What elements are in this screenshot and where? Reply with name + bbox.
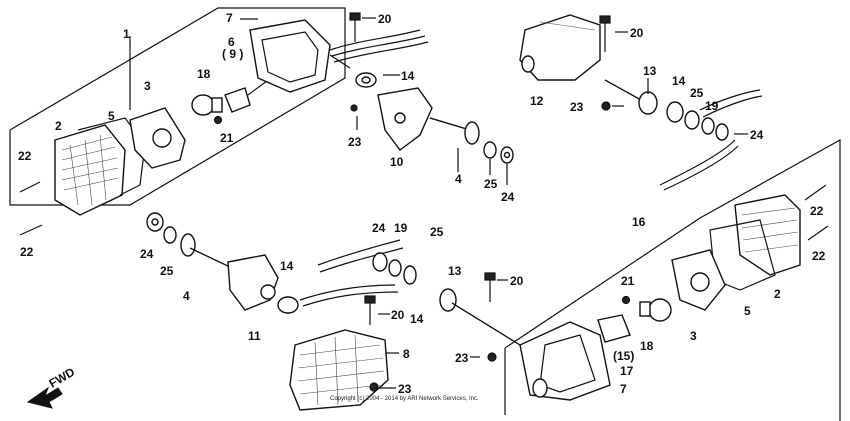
screw-22b	[19, 224, 43, 236]
assembly-1-frame	[9, 7, 346, 206]
bracket-11	[227, 254, 279, 311]
screw-21-right	[621, 295, 631, 305]
callout-b20b: 20	[391, 308, 405, 322]
callout-r20: 20	[630, 26, 644, 40]
callout-b20: 20	[510, 274, 524, 288]
stem-4-lower	[180, 233, 233, 269]
bracket-10	[377, 87, 433, 151]
assembly-16-frame	[504, 138, 841, 421]
callout-5: 5	[108, 109, 115, 123]
lens-upper-left	[54, 124, 126, 216]
callout-7: 7	[226, 11, 233, 25]
screw-22a	[19, 181, 41, 193]
fwd-arrow-icon	[26, 386, 63, 409]
callout-r12: 12	[530, 94, 544, 108]
callout-r13: 13	[643, 64, 657, 78]
socket-upper-left	[224, 74, 276, 113]
callout-r19: 19	[705, 99, 719, 113]
nut-23-lower	[369, 352, 497, 392]
wires-right	[659, 89, 763, 191]
callout-22a: 22	[18, 149, 32, 163]
callout-b4: 4	[183, 289, 190, 303]
washers-right	[666, 101, 729, 141]
lens-right	[734, 194, 801, 276]
callout-b25: 25	[160, 264, 174, 278]
callout-b24: 24	[140, 247, 154, 261]
housing-8	[289, 329, 389, 411]
fwd-label: FWD	[47, 365, 78, 391]
callout-22b: 22	[20, 245, 34, 259]
socket-right	[597, 314, 631, 343]
callout-s15: (15)	[613, 349, 634, 363]
callout-s2: 2	[774, 287, 781, 301]
housing-7-lower	[519, 321, 611, 401]
callout-b13: 13	[448, 264, 462, 278]
screw-20-upper	[349, 12, 376, 42]
screw-22-right	[804, 184, 829, 241]
callout-s22b: 22	[812, 249, 826, 263]
callout-20: 20	[378, 12, 392, 26]
callout-r25: 25	[690, 86, 704, 100]
wire-harness-upper	[329, 29, 429, 63]
grommet-14-lower	[277, 296, 299, 314]
callout-2: 2	[55, 119, 62, 133]
callout-b25m: 25	[430, 225, 444, 239]
housing-12	[519, 14, 601, 81]
callout-6-sub: ( 9 )	[222, 47, 243, 61]
base-plate-upper-left	[129, 107, 186, 169]
callout-r14: 14	[672, 74, 686, 88]
callout-s17: 17	[620, 364, 634, 378]
nut-23-right	[601, 101, 611, 111]
callout-b14: 14	[280, 259, 294, 273]
callout-s7: 7	[620, 382, 627, 396]
bulb-right	[639, 298, 672, 322]
callout-s5: 5	[744, 304, 751, 318]
callout-r23: 23	[570, 100, 584, 114]
copyright-text: Copyright (c) 2004 - 2014 by ARI Network…	[330, 396, 479, 402]
stem-13-right	[604, 79, 658, 115]
bulb-upper-left	[191, 94, 223, 116]
washer-25-lower	[163, 226, 177, 244]
screw-20-right	[599, 15, 611, 52]
screw-21-upper	[213, 115, 223, 125]
stem-4-upper	[429, 117, 514, 164]
callout-21: 21	[220, 131, 234, 145]
base-plate-right	[671, 249, 726, 311]
leader-lines	[240, 18, 748, 389]
callout-b19: 19	[394, 221, 408, 235]
callout-14: 14	[401, 69, 415, 83]
callout-b23b: 23	[398, 382, 412, 396]
callout-s22a: 22	[810, 204, 824, 218]
callout-4: 4	[455, 172, 462, 186]
wires-lower	[299, 239, 404, 307]
callout-18: 18	[197, 67, 211, 81]
callout-3: 3	[144, 79, 151, 93]
callout-b23: 23	[455, 351, 469, 365]
callout-24: 24	[501, 190, 515, 204]
callout-s21: 21	[621, 274, 635, 288]
washers-lower-mid	[372, 252, 417, 285]
callout-23: 23	[348, 135, 362, 149]
callout-s3: 3	[690, 329, 697, 343]
callout-1: 1	[123, 27, 130, 41]
callout-labels: 1 2 3 5 6 ( 9 ) 7 18 21 22 22 20 14 23 1…	[18, 11, 826, 396]
callout-r24: 24	[750, 128, 764, 142]
nut-24-lower	[146, 212, 164, 232]
callout-b8: 8	[403, 347, 410, 361]
screw-20-lower	[364, 272, 496, 325]
grommet-14-upper	[355, 72, 377, 88]
callout-10: 10	[390, 155, 404, 169]
callout-25: 25	[484, 177, 498, 191]
nut-23-upper	[350, 104, 358, 112]
callout-b11: 11	[248, 329, 261, 343]
stem-13-lower	[439, 288, 521, 346]
housing-upper	[249, 19, 351, 93]
callout-6: 6	[228, 35, 235, 49]
callout-b14b: 14	[410, 312, 424, 326]
callout-b24m: 24	[372, 221, 386, 235]
callout-s18: 18	[640, 339, 654, 353]
callout-s16: 16	[632, 215, 646, 229]
